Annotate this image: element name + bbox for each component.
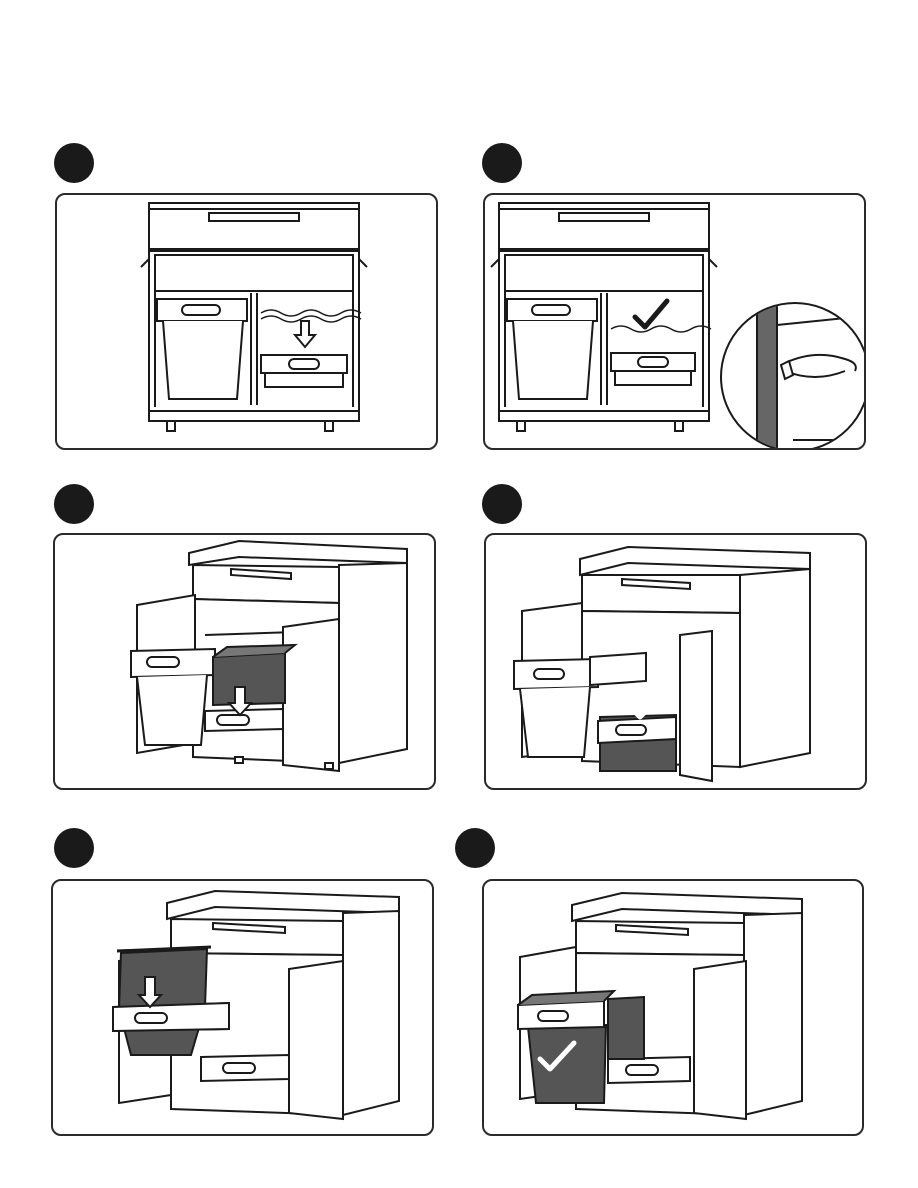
step-5-illustration bbox=[51, 879, 434, 1136]
step-4-illustration bbox=[484, 533, 867, 790]
step-5-badge bbox=[54, 828, 94, 868]
cabinet-perspective-step4 bbox=[486, 535, 867, 790]
cabinet-perspective-step3 bbox=[55, 535, 436, 790]
cabinet-perspective-step6 bbox=[484, 881, 864, 1136]
dark-basket bbox=[213, 653, 285, 705]
step-3-illustration bbox=[53, 533, 436, 790]
step-6-illustration bbox=[482, 879, 864, 1136]
step-1-illustration bbox=[55, 193, 438, 450]
step-2-badge bbox=[482, 143, 522, 183]
step-4-badge bbox=[482, 484, 522, 524]
step-2-illustration bbox=[483, 193, 866, 450]
cabinet-perspective-step5 bbox=[53, 881, 434, 1136]
step-3-badge bbox=[54, 484, 94, 524]
hinge-zoom-detail bbox=[721, 295, 866, 450]
waste-bin bbox=[528, 1025, 606, 1103]
waste-bin bbox=[119, 949, 207, 1055]
step-1-badge bbox=[54, 143, 94, 183]
cabinet-front-view bbox=[57, 195, 438, 450]
step-6-badge bbox=[455, 828, 495, 868]
cabinet-front-view-installed bbox=[485, 195, 866, 450]
